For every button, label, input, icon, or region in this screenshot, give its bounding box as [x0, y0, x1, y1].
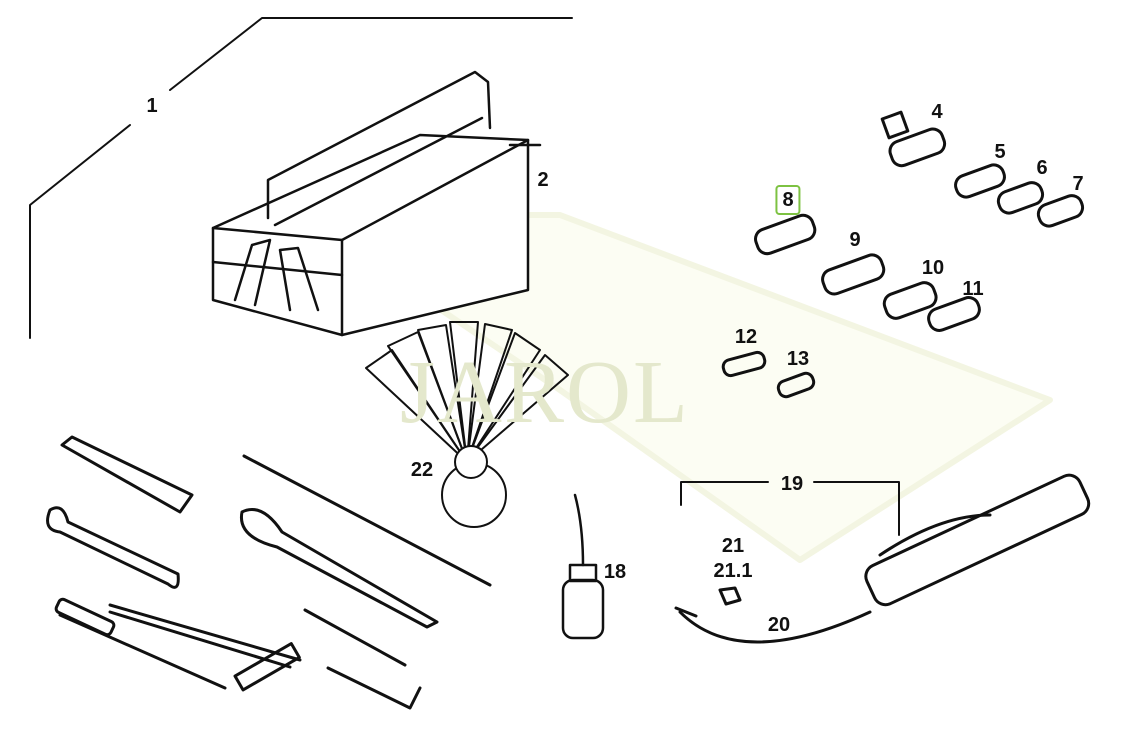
callout-18[interactable]: 18 — [603, 561, 627, 583]
oil-can-drawing — [561, 493, 605, 640]
toolbox-drawing — [211, 70, 542, 337]
bracket-1-upper — [169, 17, 573, 91]
callout-12[interactable]: 12 — [734, 326, 758, 348]
callout-6[interactable]: 6 — [1036, 157, 1048, 179]
callout-20[interactable]: 20 — [767, 614, 791, 636]
callout-5[interactable]: 5 — [994, 141, 1006, 163]
callout-10[interactable]: 10 — [921, 257, 945, 279]
callout-8-selected[interactable]: 8 — [775, 185, 801, 215]
callout-1[interactable]: 1 — [146, 95, 158, 117]
callout-4[interactable]: 4 — [931, 101, 943, 123]
watermark: JAROL — [400, 343, 691, 442]
callout-2[interactable]: 2 — [537, 169, 549, 191]
callout-21[interactable]: 21 — [721, 535, 745, 557]
bracket-1-lower — [29, 124, 131, 339]
callout-22[interactable]: 22 — [410, 459, 434, 481]
callout-19[interactable]: 19 — [780, 473, 804, 495]
grease-gun-drawing — [674, 473, 1091, 644]
callout-7[interactable]: 7 — [1072, 173, 1084, 195]
chain-links-drawing — [721, 110, 1085, 399]
callout-21-1[interactable]: 21.1 — [713, 560, 753, 582]
callout-13[interactable]: 13 — [786, 348, 810, 370]
callout-11[interactable]: 11 — [962, 278, 984, 300]
feeler-gauge-drawing — [365, 321, 569, 528]
hand-tools-drawing — [46, 435, 492, 710]
callout-9[interactable]: 9 — [849, 229, 861, 251]
